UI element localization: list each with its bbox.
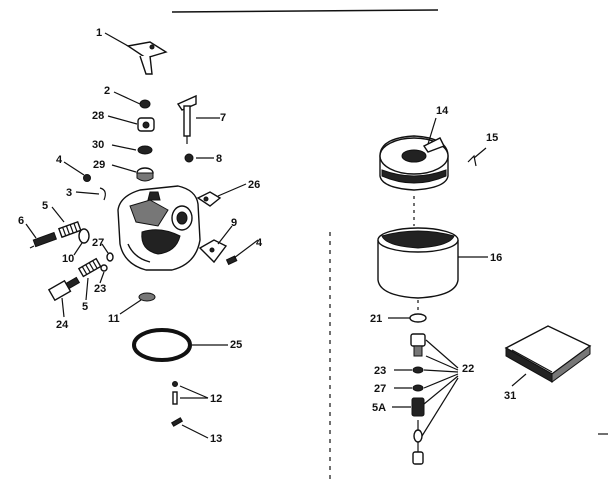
label-23-left: 23 <box>94 283 106 295</box>
part-27-washer-left <box>106 252 114 262</box>
part-25-gasket <box>132 328 192 362</box>
label-21: 21 <box>370 313 382 325</box>
label-25: 25 <box>230 339 242 351</box>
label-2: 2 <box>104 85 110 97</box>
part-6-screw <box>29 231 58 249</box>
label-9: 9 <box>231 217 237 229</box>
label-29: 29 <box>93 159 105 171</box>
part-12-pins <box>172 381 178 405</box>
carburetor-body <box>117 185 201 271</box>
part-23-ring-left <box>100 264 108 272</box>
part-4-screw-top <box>83 174 91 182</box>
part-14-float-bowl-top <box>379 135 449 191</box>
part-24-jet-screw <box>47 276 81 302</box>
part-8-ball <box>184 153 194 163</box>
part-3-clip <box>99 187 106 201</box>
label-26: 26 <box>248 179 260 191</box>
label-30: 30 <box>92 139 104 151</box>
label-10: 10 <box>62 253 74 265</box>
label-5A: 5A <box>372 402 386 414</box>
label-22: 22 <box>462 363 474 375</box>
part-13-pin <box>170 417 184 427</box>
label-28: 28 <box>92 110 104 122</box>
label-4-right: 4 <box>256 237 263 249</box>
part-21-gasket <box>409 313 427 323</box>
top-rule <box>171 9 439 13</box>
part-26-lever <box>196 191 222 207</box>
label-13: 13 <box>210 433 222 445</box>
label-12: 12 <box>210 393 222 405</box>
part-1-bracket <box>126 41 168 75</box>
part-9-bracket <box>198 239 228 264</box>
label-31: 31 <box>504 390 516 402</box>
label-1: 1 <box>96 27 102 39</box>
label-6: 6 <box>18 215 24 227</box>
part-2-nut <box>139 99 151 109</box>
label-15: 15 <box>486 132 498 144</box>
part-16-float-bowl <box>377 227 459 299</box>
part-5-spring-upper <box>57 220 82 239</box>
part-15-clip <box>467 154 477 167</box>
part-31-booklet <box>504 325 592 383</box>
part-labels: 1 2 28 7 30 8 29 4 3 26 5 6 9 4 27 10 23… <box>18 27 516 445</box>
label-14: 14 <box>436 105 449 117</box>
label-11: 11 <box>108 313 120 325</box>
part-29-cup <box>136 167 154 182</box>
part-11-seat <box>138 292 156 302</box>
label-5-lower: 5 <box>82 301 88 313</box>
label-27-left: 27 <box>92 237 104 249</box>
label-8: 8 <box>216 153 222 165</box>
part-30-washer <box>137 145 153 155</box>
part-5-spring-lower <box>77 257 102 278</box>
label-27-right: 27 <box>374 383 386 395</box>
label-24: 24 <box>56 319 69 331</box>
label-3: 3 <box>66 187 72 199</box>
part-22-bowl-bolt <box>410 333 426 465</box>
left-leader-lines <box>25 32 259 439</box>
label-5-upper: 5 <box>42 200 48 212</box>
part-7-needle-valve <box>176 94 197 144</box>
label-23-right: 23 <box>374 365 386 377</box>
right-leader-lines <box>388 117 527 437</box>
label-4-top: 4 <box>56 154 63 166</box>
part-28-fitting <box>137 117 155 132</box>
label-16: 16 <box>490 252 502 264</box>
part-10-o-ring <box>78 228 90 244</box>
label-7: 7 <box>220 112 226 124</box>
